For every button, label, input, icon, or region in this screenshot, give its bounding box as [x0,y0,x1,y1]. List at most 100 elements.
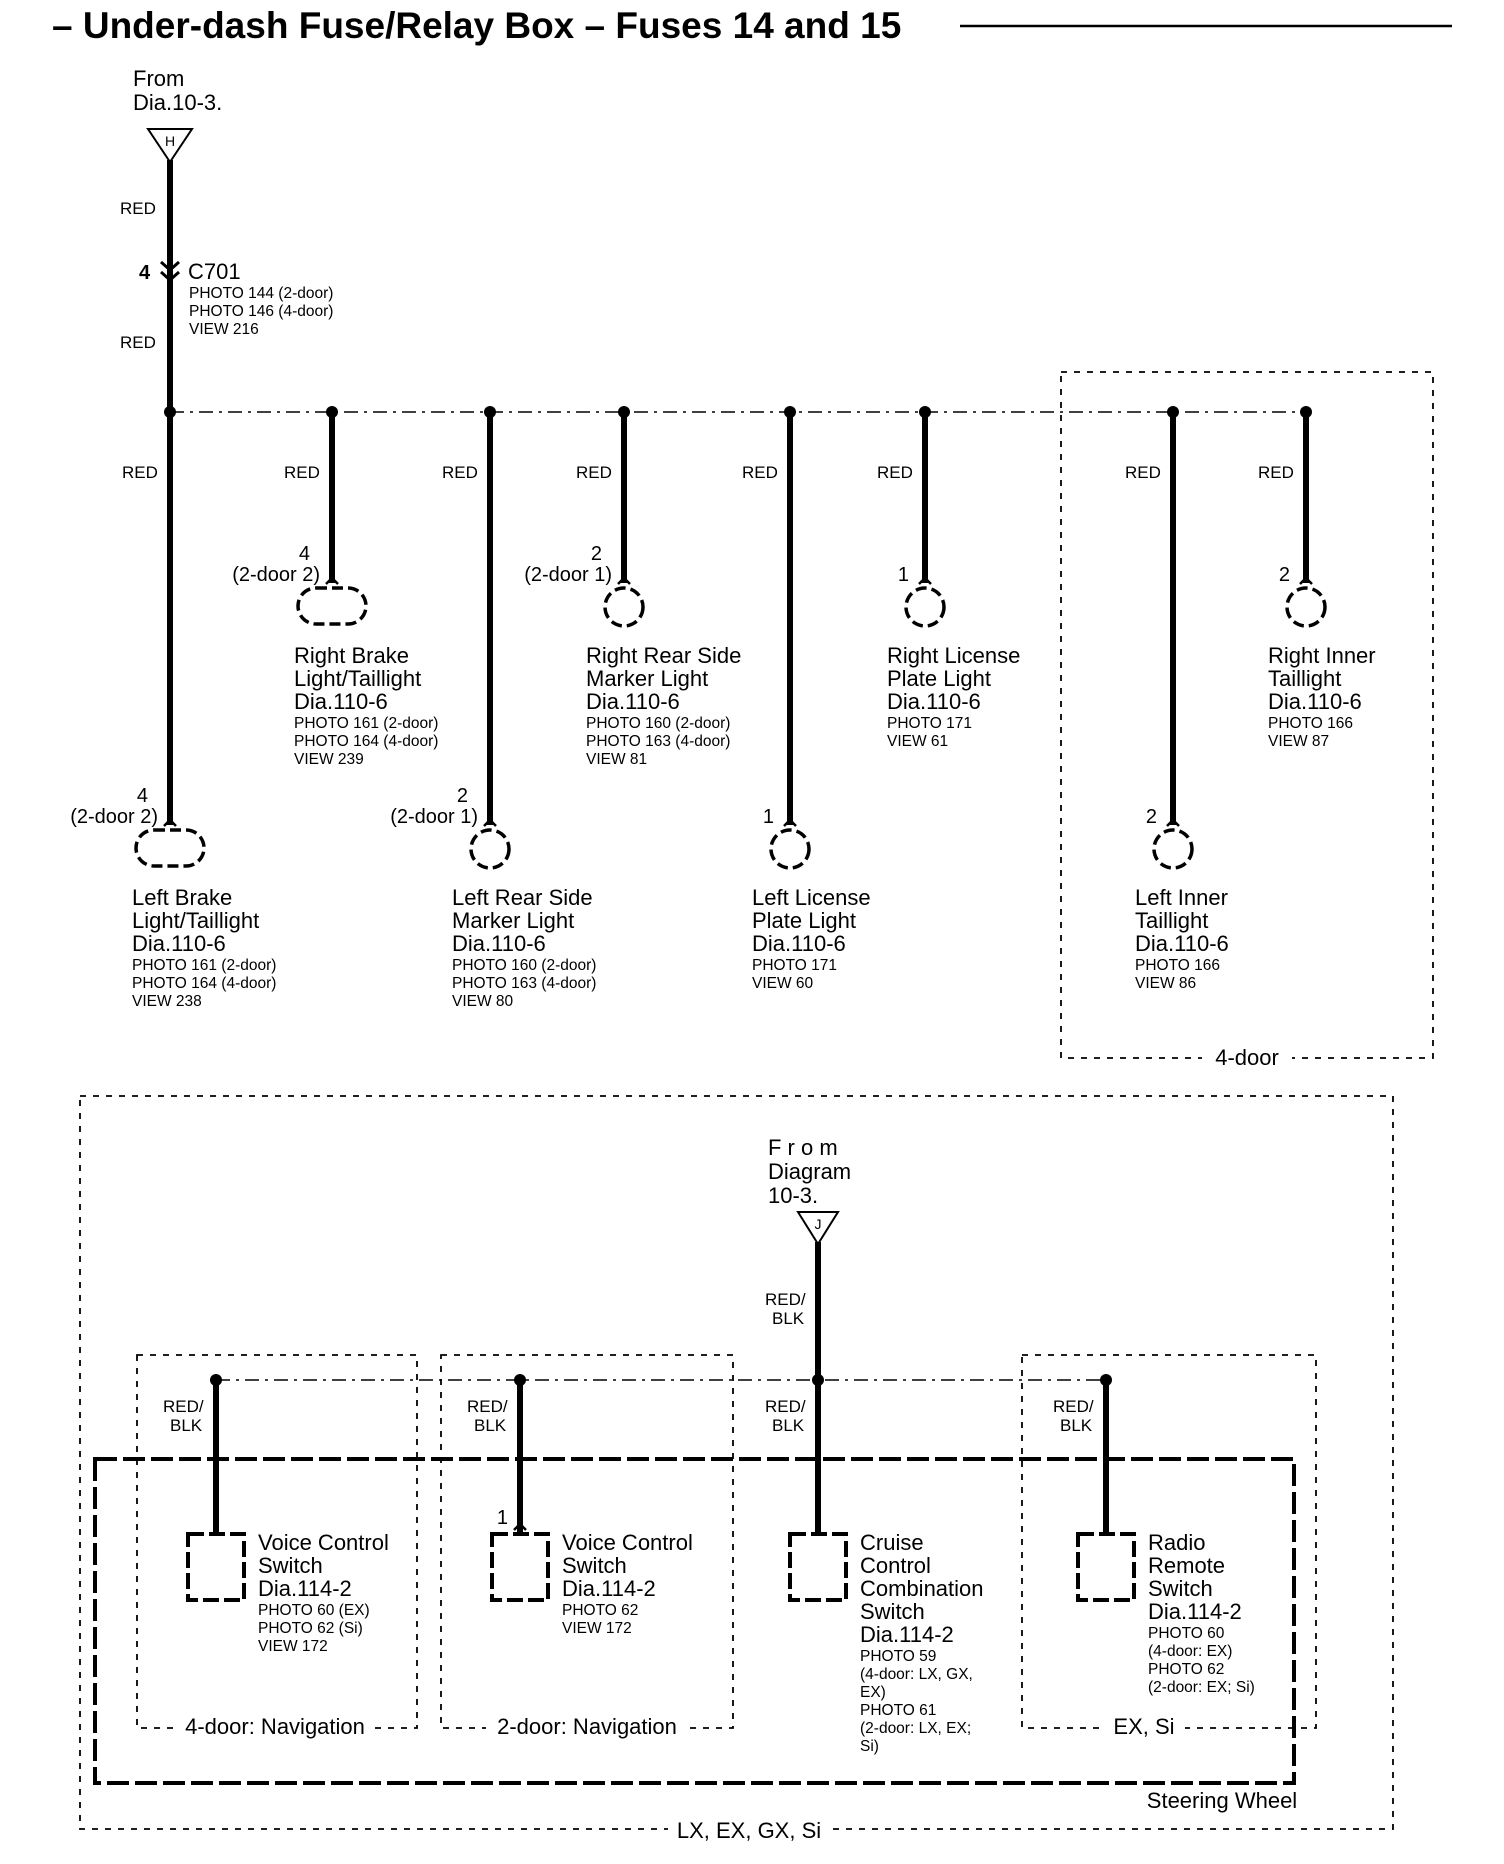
switch-diagram-ref: Dia.114-2 [562,1576,656,1601]
switch-pin: 1 [497,1507,508,1529]
splice-dot [210,1374,222,1386]
connector-icon [134,828,206,868]
switch-name-line: Switch [562,1553,627,1578]
connector-chevron-icon [617,576,631,585]
c701-pin: 4 [139,262,151,284]
connector-chevron-icon [918,576,932,585]
connector-chevron-icon [160,260,180,273]
switch-ref: PHOTO 61 [860,1702,936,1719]
component-ref: VIEW 81 [586,751,647,768]
connector-icon [603,586,645,628]
switch-ref: PHOTO 62 [562,1602,638,1619]
c701-ref: VIEW 216 [189,321,259,338]
switch-name-line: Remote [1148,1553,1225,1578]
component-diagram-ref: Dia.110-6 [1135,931,1229,956]
models-label: LX, EX, GX, Si [677,1818,821,1843]
component-ref: VIEW 86 [1135,975,1196,992]
component-ref: VIEW 87 [1268,733,1329,750]
connector-icon [904,586,946,628]
branch-pin: 4 [299,543,310,565]
bottom-source-from: F r o m [768,1135,838,1160]
component-ref: VIEW 61 [887,733,948,750]
branch-wire-color: RED [442,463,478,482]
switch-wire-color: BLK [772,1416,805,1435]
switch-name-line: Combination [860,1576,984,1601]
connector-chevron-icon [325,576,339,585]
component-name-line: Right Rear Side [586,643,741,668]
component-name-line: Right Inner [1268,643,1376,668]
switch-icon [788,1532,848,1602]
connector-chevron-icon [783,818,797,827]
switch-wire-color: RED/ [1053,1397,1094,1416]
branch-wire-color: RED [284,463,320,482]
switch-name-line: Voice Control [258,1530,389,1555]
branch-wire-color: RED [877,463,913,482]
component-diagram-ref: Dia.110-6 [452,931,546,956]
component-diagram-ref: Dia.110-6 [1268,689,1362,714]
switch-ref: (2-door: EX; Si) [1148,1679,1255,1696]
switch-wire-color: BLK [1060,1416,1093,1435]
component-ref: VIEW 238 [132,993,202,1010]
splice-dot [1100,1374,1112,1386]
branch-wire-color: RED [122,463,158,482]
lx-ex-gx-si-box [79,1095,1394,1830]
connector-chevron-icon [1166,818,1180,827]
switch-diagram-ref: Dia.114-2 [1148,1599,1242,1624]
switch-name-line: Control [860,1553,931,1578]
component-ref: PHOTO 160 (2-door) [452,957,596,974]
branch-wire-color: RED [1125,463,1161,482]
connector-icon [769,828,811,870]
component-ref: PHOTO 164 (4-door) [132,975,276,992]
branch-variant: (2-door 2) [232,564,320,586]
connector-chevron-icon [160,270,180,283]
component-name-line: Left Inner [1135,885,1228,910]
connector-icon [296,586,368,626]
top-source-diagram-ref: Dia.10-3. [133,90,222,115]
switch-branch-3: RED/BLKCruiseControlCombinationSwitchDia… [765,1374,984,1755]
c701-name: C701 [188,259,241,284]
switch-name-line: Radio [1148,1530,1205,1555]
switch-diagram-ref: Dia.114-2 [258,1576,352,1601]
diagram-title: – Under-dash Fuse/Relay Box – Fuses 14 a… [52,5,901,46]
top-source: From Dia.10-3. H [133,66,222,164]
c701-ref: PHOTO 146 (4-door) [189,303,333,320]
nav4-label: 4-door: Navigation [185,1714,365,1739]
nav2-label-mask [486,1712,686,1738]
switch-wire-color: BLK [474,1416,507,1435]
connector-chevron-icon [163,818,177,827]
switch-name-line: Switch [1148,1576,1213,1601]
branch-pin: 1 [763,806,774,828]
component-name-line: Marker Light [586,666,708,691]
component-name-line: Right Brake [294,643,409,668]
connector-icon [469,828,511,870]
bottom-main-wire-color: BLK [772,1309,805,1328]
component-ref: PHOTO 171 [887,715,972,732]
switch-ref: PHOTO 60 (EX) [258,1602,370,1619]
terminal-j-icon [796,1211,840,1246]
terminal-h-letter: H [165,133,175,149]
switch-ref: VIEW 172 [562,1620,632,1637]
component-ref: PHOTO 166 [1268,715,1353,732]
component-name-line: Right License [887,643,1020,668]
switch-ref: Si) [860,1738,879,1755]
switch-ref: (4-door: LX, GX, [860,1666,973,1683]
four-door-box [1060,371,1434,1059]
component-ref: PHOTO 164 (4-door) [294,733,438,750]
component-name-line: Plate Light [887,666,991,691]
component-name-line: Taillight [1135,908,1208,933]
component-ref: VIEW 60 [752,975,814,992]
branch-wire-color: RED [1258,463,1294,482]
bottom-source-number: 10-3. [768,1183,818,1208]
splice-dot [514,1374,526,1386]
component-ref: VIEW 80 [452,993,514,1010]
branch-wire-color: RED [576,463,612,482]
ex-si-label: EX, Si [1113,1714,1174,1739]
